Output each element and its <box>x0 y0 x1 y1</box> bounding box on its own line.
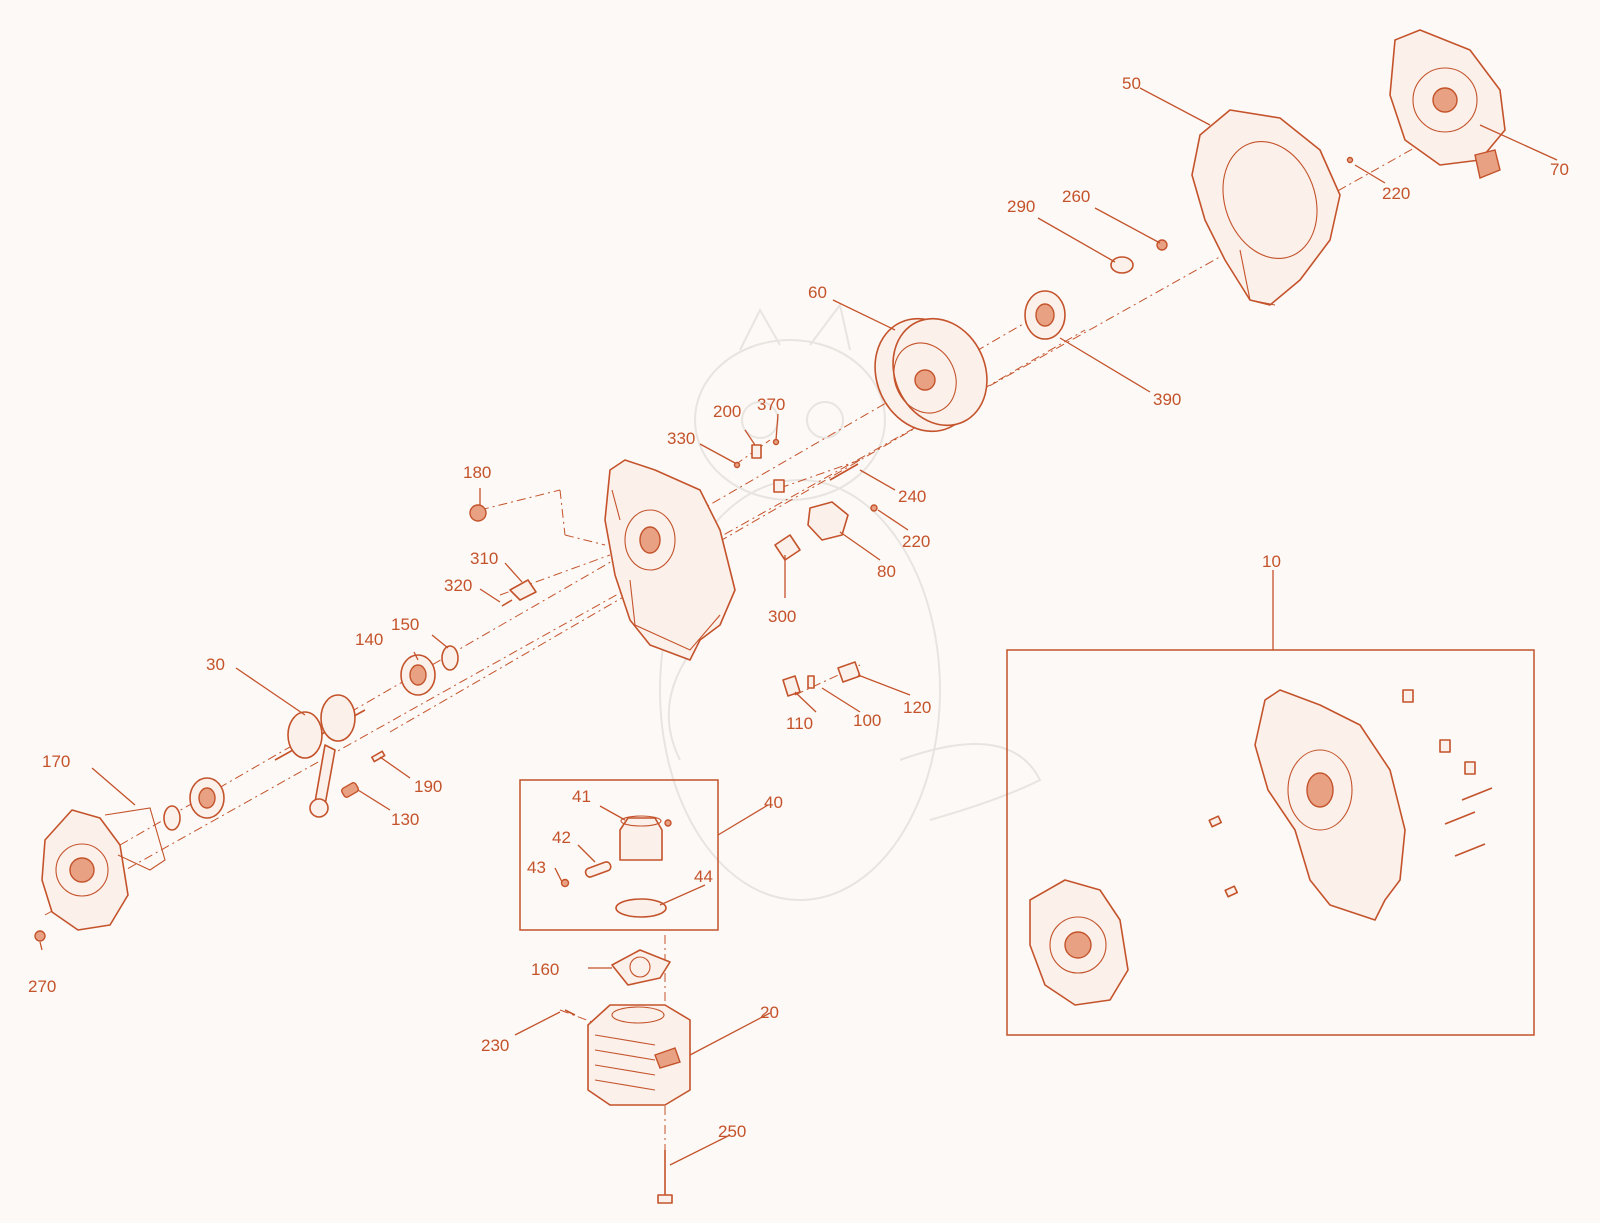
part-label-42: 42 <box>552 828 571 847</box>
part-label-20: 20 <box>760 1003 779 1022</box>
part-label-60: 60 <box>808 283 827 302</box>
piston-kit-box <box>519 779 719 931</box>
part-label-180: 180 <box>463 463 491 482</box>
part-label-170: 170 <box>42 752 70 771</box>
part-label-10: 10 <box>1262 552 1281 571</box>
part-label-100: 100 <box>853 711 881 730</box>
part-label-270: 270 <box>28 977 56 996</box>
part-label-260: 260 <box>1062 187 1090 206</box>
part-label-250: 250 <box>718 1122 746 1141</box>
part-label-120: 120 <box>903 698 931 717</box>
part-label-41: 41 <box>572 787 591 806</box>
part-label-140: 140 <box>355 630 383 649</box>
leader-lines <box>39 87 1558 1166</box>
flywheel <box>874 317 988 433</box>
part-label-150: 150 <box>391 615 419 634</box>
cylinder-group <box>564 949 691 1204</box>
part-label-330: 330 <box>667 429 695 448</box>
part-label-44: 44 <box>694 867 713 886</box>
part-label-50: 50 <box>1122 74 1141 93</box>
part-label-320: 320 <box>444 576 472 595</box>
part-label-190: 190 <box>414 777 442 796</box>
switch-group <box>782 661 861 697</box>
front-crankcase <box>34 807 166 942</box>
part-label-80: 80 <box>877 562 896 581</box>
part-label-43: 43 <box>527 858 546 877</box>
part-label-290: 290 <box>1007 197 1035 216</box>
part-label-200: 200 <box>713 402 741 421</box>
part-labels: 10 20 30 40 41 42 43 44 50 60 70 80 100 … <box>28 74 1569 1141</box>
crank-bearings <box>163 645 459 831</box>
ignition-group <box>733 438 878 561</box>
hub-washer-nut <box>1024 239 1168 340</box>
crankcase-assembly <box>1029 689 1493 1006</box>
piston-kit <box>560 815 672 918</box>
main-crankcase <box>604 459 736 661</box>
crankshaft <box>274 694 366 818</box>
part-label-310: 310 <box>470 549 498 568</box>
part-label-220a: 220 <box>902 532 930 551</box>
part-label-40: 40 <box>764 793 783 812</box>
part-label-70: 70 <box>1550 160 1569 179</box>
part-label-230: 230 <box>481 1036 509 1055</box>
part-label-130: 130 <box>391 810 419 829</box>
part-label-160: 160 <box>531 960 559 979</box>
part-label-30: 30 <box>206 655 225 674</box>
recoil-starter <box>1346 29 1506 179</box>
part-label-300: 300 <box>768 607 796 626</box>
part-label-110: 110 <box>786 714 813 733</box>
small-parts-180-310-320 <box>469 504 537 607</box>
part-label-240: 240 <box>898 487 926 506</box>
part-label-370: 370 <box>757 395 785 414</box>
part-label-390: 390 <box>1153 390 1181 409</box>
fan-housing <box>1191 109 1341 306</box>
crankcase-assembly-box <box>1006 649 1535 1036</box>
small-parts-130-190 <box>340 750 386 798</box>
part-label-220b: 220 <box>1382 184 1410 203</box>
